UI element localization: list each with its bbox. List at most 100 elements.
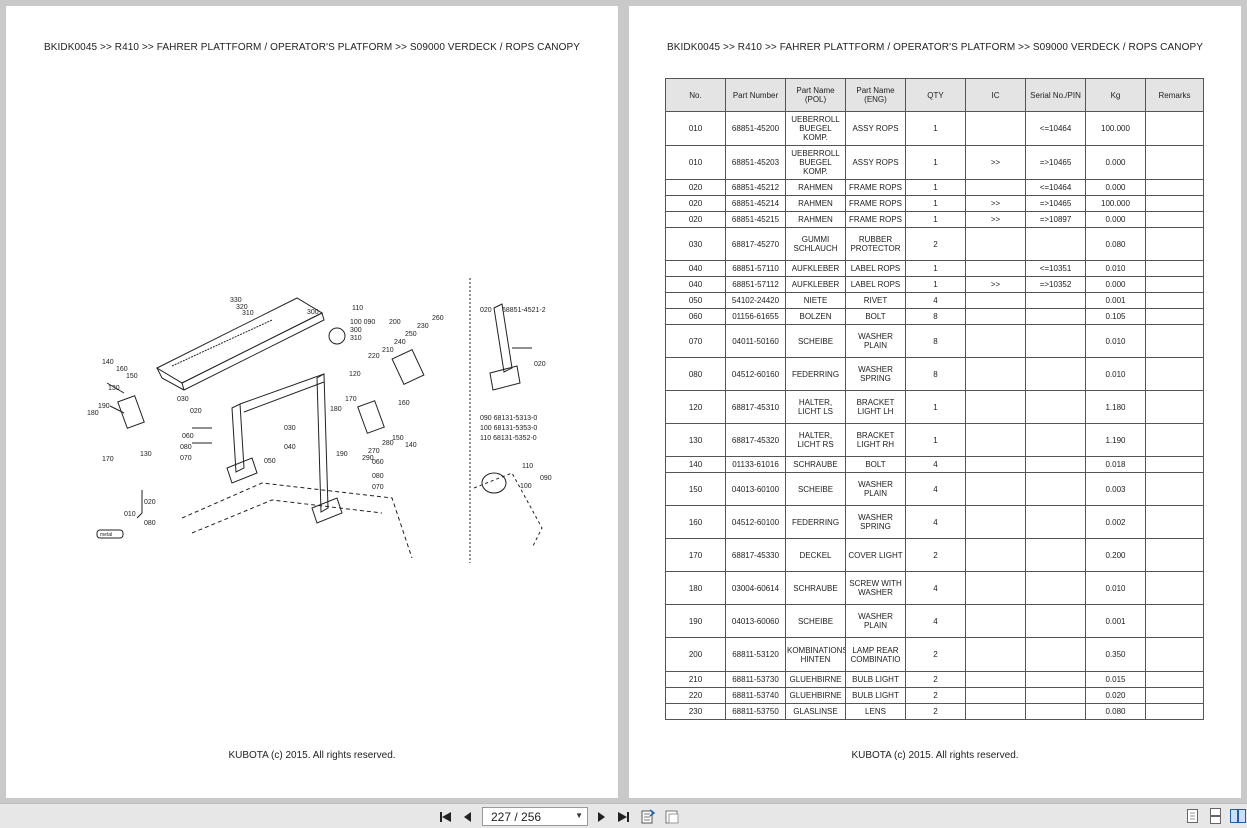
table-cell [1145, 276, 1204, 293]
table-cell: <=10464 [1025, 179, 1086, 196]
table-cell [1145, 423, 1204, 457]
prev-page-icon[interactable] [459, 808, 477, 826]
table-cell: 0.018 [1085, 456, 1146, 473]
table-cell: SCHEIBE [785, 604, 846, 638]
continuous-icon[interactable] [1209, 808, 1225, 826]
column-header: Remarks [1145, 78, 1204, 112]
table-cell [1025, 390, 1086, 424]
table-cell: 68817-45270 [725, 227, 786, 261]
svg-text:070: 070 [372, 484, 384, 491]
table-cell [965, 538, 1026, 572]
fit-page-icon[interactable] [663, 808, 681, 826]
table-cell: 020 [665, 179, 726, 196]
table-cell: 68811-53750 [725, 703, 786, 720]
table-cell: 8 [905, 324, 966, 358]
column-header: QTY [905, 78, 966, 112]
table-cell [965, 671, 1026, 688]
table-cell: BRACKET LIGHT LH [845, 390, 906, 424]
single-page-icon[interactable] [1186, 808, 1202, 826]
table-cell: RUBBER PROTECTOR [845, 227, 906, 261]
table-cell [1025, 472, 1086, 506]
table-cell: LENS [845, 703, 906, 720]
table-cell: 200 [665, 637, 726, 672]
svg-text:210: 210 [382, 347, 394, 354]
svg-text:170: 170 [345, 396, 357, 403]
table-cell: 0.000 [1085, 145, 1146, 180]
table-cell: 4 [905, 571, 966, 605]
table-cell: HALTER, LICHT RS [785, 423, 846, 457]
table-cell [1145, 179, 1204, 196]
table-cell: 0.015 [1085, 671, 1146, 688]
column-header: Part Name (ENG) [845, 78, 906, 112]
page-number-input[interactable]: 227 / 256 ▼ [482, 807, 588, 826]
table-cell [1145, 538, 1204, 572]
svg-text:110: 110 [522, 463, 533, 470]
table-cell: >> [965, 211, 1026, 228]
table-cell: 210 [665, 671, 726, 688]
svg-text:290: 290 [362, 455, 374, 462]
column-header: Kg [1085, 78, 1146, 112]
table-cell [1145, 456, 1204, 473]
table-cell [1025, 637, 1086, 672]
svg-text:020: 020 [480, 307, 492, 314]
svg-text:100 68131-5353-0: 100 68131-5353-0 [480, 425, 537, 432]
table-cell [965, 292, 1026, 309]
first-page-icon[interactable] [437, 808, 455, 826]
table-cell: 0.010 [1085, 260, 1146, 277]
table-cell: 68851-45214 [725, 195, 786, 212]
last-page-icon[interactable] [614, 808, 632, 826]
svg-text:080: 080 [372, 473, 384, 480]
table-cell: 2 [905, 538, 966, 572]
table-cell [1145, 671, 1204, 688]
right-page: BKIDK0045 >> R410 >> FAHRER PLATTFORM / … [629, 6, 1241, 798]
table-cell [1145, 472, 1204, 506]
table-cell: WASHER PLAIN [845, 472, 906, 506]
table-cell: 1 [905, 211, 966, 228]
table-cell: WASHER SPRING [845, 505, 906, 539]
svg-text:140: 140 [405, 442, 417, 449]
table-cell: GLUEHBIRNE [785, 671, 846, 688]
table-cell: =>10352 [1025, 276, 1086, 293]
table-cell [1025, 324, 1086, 358]
table-cell [1025, 357, 1086, 391]
page-dropdown-icon[interactable]: ▼ [575, 811, 583, 820]
svg-text:200: 200 [389, 319, 401, 326]
table-cell: LABEL ROPS [845, 276, 906, 293]
fit-width-icon[interactable] [639, 808, 657, 826]
next-page-icon[interactable] [592, 808, 610, 826]
table-cell: 0.003 [1085, 472, 1146, 506]
svg-text:330: 330 [230, 297, 242, 304]
table-cell: 0.000 [1085, 211, 1146, 228]
table-cell: 04512-60100 [725, 505, 786, 539]
svg-text:68851-4521-2: 68851-4521-2 [502, 307, 546, 314]
table-cell [1145, 324, 1204, 358]
table-cell [965, 357, 1026, 391]
table-cell [1025, 687, 1086, 704]
two-page-icon[interactable] [1230, 808, 1246, 826]
svg-text:220: 220 [368, 353, 380, 360]
table-cell [1025, 456, 1086, 473]
table-cell: 01156-61655 [725, 308, 786, 325]
table-cell: 8 [905, 308, 966, 325]
table-cell [1145, 227, 1204, 261]
table-cell: 060 [665, 308, 726, 325]
table-cell [1025, 423, 1086, 457]
table-cell [965, 260, 1026, 277]
table-cell [1025, 671, 1086, 688]
table-cell: RAHMEN [785, 211, 846, 228]
svg-text:150: 150 [392, 435, 404, 442]
table-cell: 0.010 [1085, 357, 1146, 391]
table-cell: 0.000 [1085, 276, 1146, 293]
table-cell [1025, 571, 1086, 605]
table-cell: =>10897 [1025, 211, 1086, 228]
table-cell [1025, 308, 1086, 325]
table-cell: 1 [905, 390, 966, 424]
table-cell: 2 [905, 227, 966, 261]
